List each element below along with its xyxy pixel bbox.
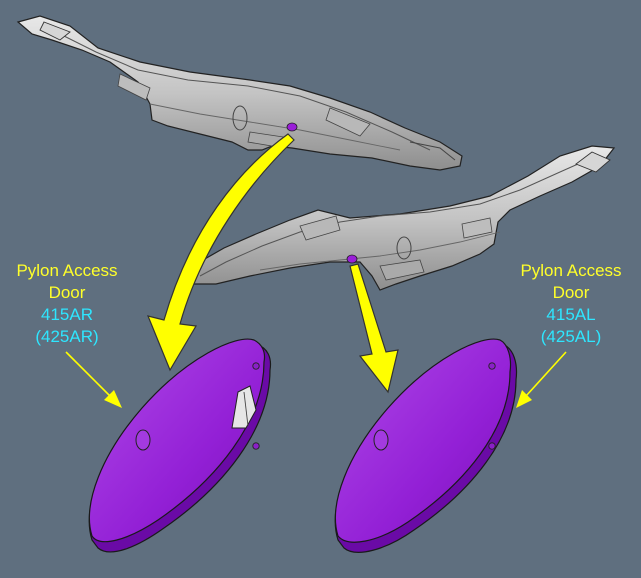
callout-415al-title-line2: Door: [552, 283, 590, 302]
callout-415al-code: 415AL: [546, 305, 596, 324]
lower-door-location-marker: [346, 254, 358, 264]
callout-415al-alt-code: (425AL): [540, 327, 602, 346]
lower-pylon: [185, 145, 616, 291]
callout-415ar-title-line1: Pylon Access: [16, 261, 118, 280]
access-door-415al: [334, 338, 518, 553]
upper-door-location-marker: [286, 122, 298, 132]
leader-arrow-left: [65, 351, 122, 408]
upper-pointer-arrow: [146, 133, 295, 372]
callout-415ar: Pylon Access Door 415AR (425AR): [2, 260, 132, 348]
upper-pylon: [16, 15, 463, 171]
callout-415ar-title-line2: Door: [48, 283, 86, 302]
leader-arrow-right: [516, 351, 567, 408]
lower-pointer-arrow: [349, 263, 399, 394]
door-scoop: [231, 385, 257, 429]
callout-415al-title-line1: Pylon Access: [520, 261, 622, 280]
callout-415ar-alt-code: (425AR): [35, 327, 99, 346]
callout-415ar-code: 415AR: [41, 305, 93, 324]
access-door-415ar: [88, 338, 272, 553]
callout-415al: Pylon Access Door 415AL (425AL): [506, 260, 636, 348]
